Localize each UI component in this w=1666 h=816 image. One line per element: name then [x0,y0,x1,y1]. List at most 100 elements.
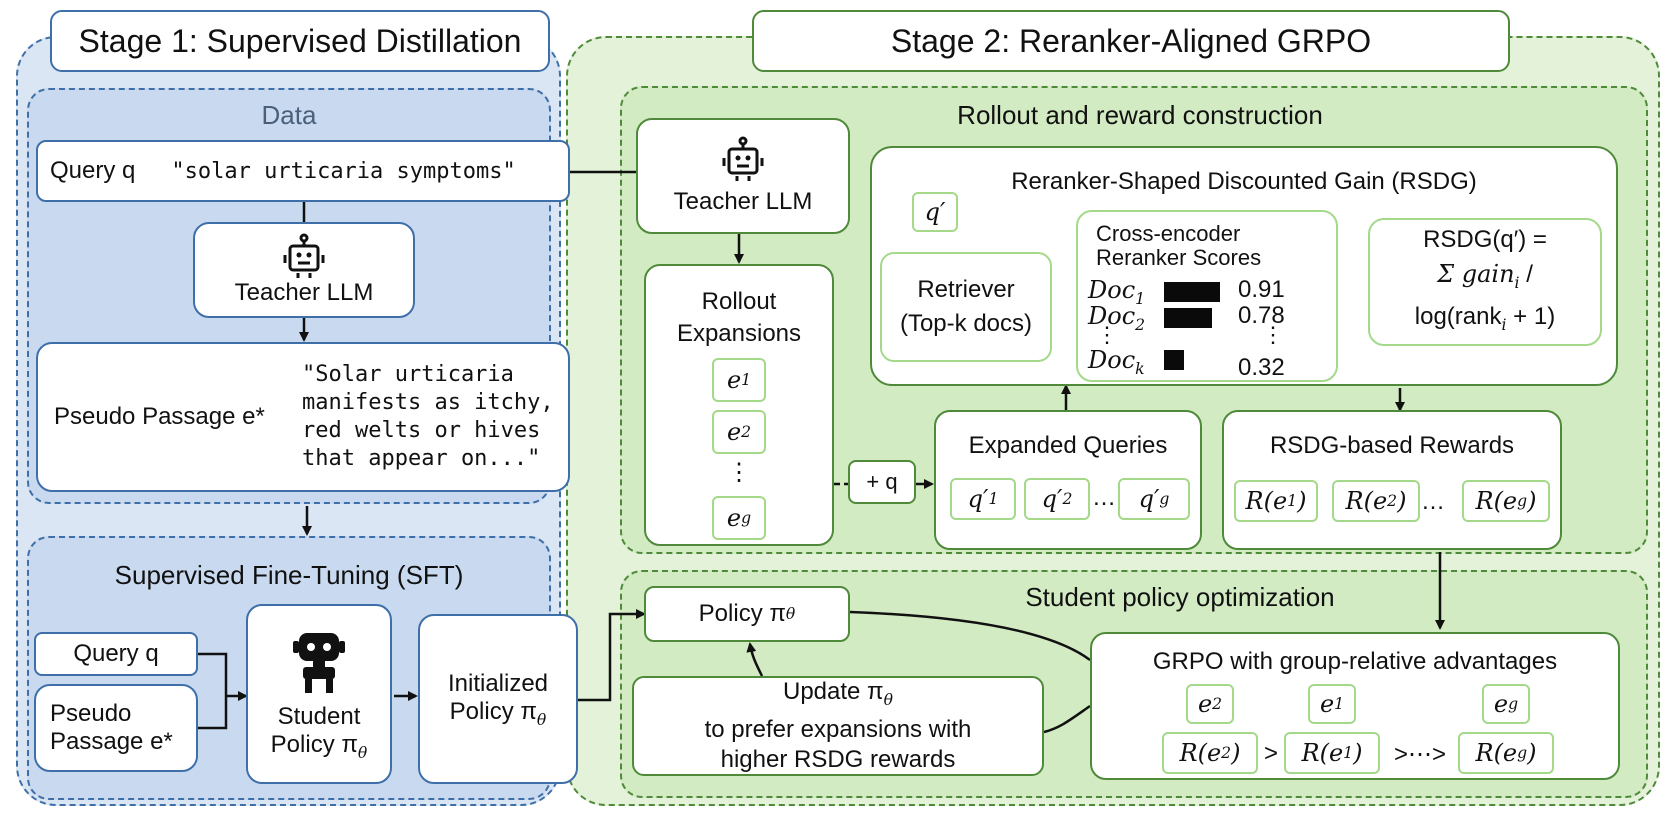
formula-sub: i [1514,273,1520,292]
sft-pseudo-label-2: Passage e* [50,728,173,755]
pseudo-passage-box: Pseudo Passage e* "Solar urticaria manif… [36,342,570,492]
pseudo-text-line: manifests as itchy, [302,390,554,415]
formula-gain: Σ gain [1437,259,1515,288]
pseudo-passage-text: "Solar urticaria manifests as itchy, red… [302,361,554,473]
doc-1-bar [1164,282,1220,302]
doc-sub: k [1135,359,1145,378]
plus-q-label: + q [866,469,898,494]
student-pi: Policy π [270,730,358,758]
expanded-q2: q′2 [1024,478,1090,520]
expanded-sub: g [1159,490,1170,508]
grpo-op-2: >⋯> [1393,741,1447,768]
doc-name: Doc [1088,346,1136,374]
robot-icon [283,233,325,278]
expansion-sub: g [741,509,752,527]
update-line-2: to prefer expansions with [704,715,972,743]
grpo-e: e [1197,690,1213,718]
reward-close: ) [1297,487,1307,515]
query-label: Query q [50,157,136,184]
expanded-queries-label: Expanded Queries [968,432,1168,459]
grpo-e: e [1319,690,1335,718]
update-box: Update πθ to prefer expansions with high… [632,676,1044,776]
rsdg-rewards-label: RSDG-based Rewards [1269,432,1515,459]
formula-log: log(rank [1414,302,1502,330]
expanded-ellipsis: … [1092,484,1116,511]
policy-sub: θ [785,605,796,623]
rsdg-formula-box: RSDG(q′) = Σ gaini / log(ranki + 1) [1368,218,1602,346]
grpo-close: ) [1231,739,1241,767]
pseudo-text-line: that appear on..." [302,446,541,471]
reward-sub: 1 [1287,492,1298,510]
expanded-sub: 2 [1062,490,1073,508]
init-pi: Policy π [449,697,537,725]
plus-q-box: + q [848,460,916,504]
student-label-2: Policy πθ [271,731,368,762]
retriever-box: Retriever (Top-k docs) [880,252,1052,362]
grpo-op-1: > [1263,740,1278,767]
retriever-label-1: Retriever [917,276,1015,303]
reward-close: ) [1397,487,1407,515]
expanded-sub: 1 [988,490,999,508]
stage2-title: Stage 2: Reranker-Aligned GRPO [752,10,1510,72]
expanded-q: q′ [1138,485,1160,513]
pseudo-text-line: "Solar urticaria [302,362,514,387]
formula-line-2: Σ gaini / [1437,257,1533,300]
grpo-close: ) [1527,739,1537,767]
doc-vertical-ellipsis: ⋮ [1096,322,1118,347]
grpo-sub: g [1508,695,1519,713]
pseudo-passage-label: Pseudo Passage e* [54,403,265,430]
reward-sub: g [1517,492,1528,510]
expansion-ellipsis: ⋮ [727,459,751,486]
reward-r: R(e [1345,487,1388,515]
grpo-e: e [1493,690,1509,718]
expansion-e: e [726,418,742,446]
update-pi: Update π [782,678,884,706]
init-label-2: Policy πθ [450,698,547,729]
stage1-title-text: Stage 1: Supervised Distillation [78,22,522,59]
pseudo-text-line: red welts or hives [302,418,541,443]
formula-tail: + 1) [1506,302,1556,330]
student-label-1: Student [277,702,361,730]
cross-label-1: Cross-encoder [1096,221,1241,246]
doc-1-label: Doc1 [1088,276,1145,308]
teacher-llm-box-stage1: Teacher LLM [193,222,415,318]
q-prime-label: q′ [924,198,946,226]
doc-2-label: Doc2 [1088,302,1145,334]
formula-line-3: log(ranki + 1) [1415,300,1555,342]
formula-sub: i [1501,315,1507,334]
reward-ellipsis: … [1421,488,1445,515]
doc-sub: 1 [1135,289,1146,308]
robot-icon [722,136,764,181]
expanded-q: q′ [967,485,989,513]
rollout-label-2: Expansions [676,320,802,347]
student-sub: θ [357,743,368,762]
policy-label: Policy π [698,600,786,627]
q-prime-box: q′ [912,192,958,232]
stage2-title-text: Stage 2: Reranker-Aligned GRPO [890,22,1372,59]
query-text: "solar urticaria symptoms" [171,158,516,184]
grpo-sub: 1 [1334,695,1345,713]
doc-name: Doc [1088,276,1136,304]
sft-section-label: Supervised Fine-Tuning (SFT) [114,560,464,590]
doc-1-score: 0.91 [1238,276,1285,303]
student-policy-box: Student Policy πθ [246,604,392,784]
data-section-label: Data [261,100,317,130]
sft-pseudo-label-1: Pseudo [50,700,132,727]
expansion-sub: 1 [741,371,752,389]
update-line-3: higher RSDG rewards [720,745,956,773]
expansion-e: e [726,366,742,394]
reward-close: ) [1527,487,1537,515]
reward-sub: 2 [1387,492,1398,510]
cross-encoder-title: Cross-encoder Reranker Scores [1096,222,1261,270]
sft-pseudo-box: Pseudo Passage e* [34,684,198,772]
grpo-sub: 2 [1221,744,1232,762]
expanded-q: q′ [1041,485,1063,513]
doc-k-score: 0.32 [1238,354,1285,381]
